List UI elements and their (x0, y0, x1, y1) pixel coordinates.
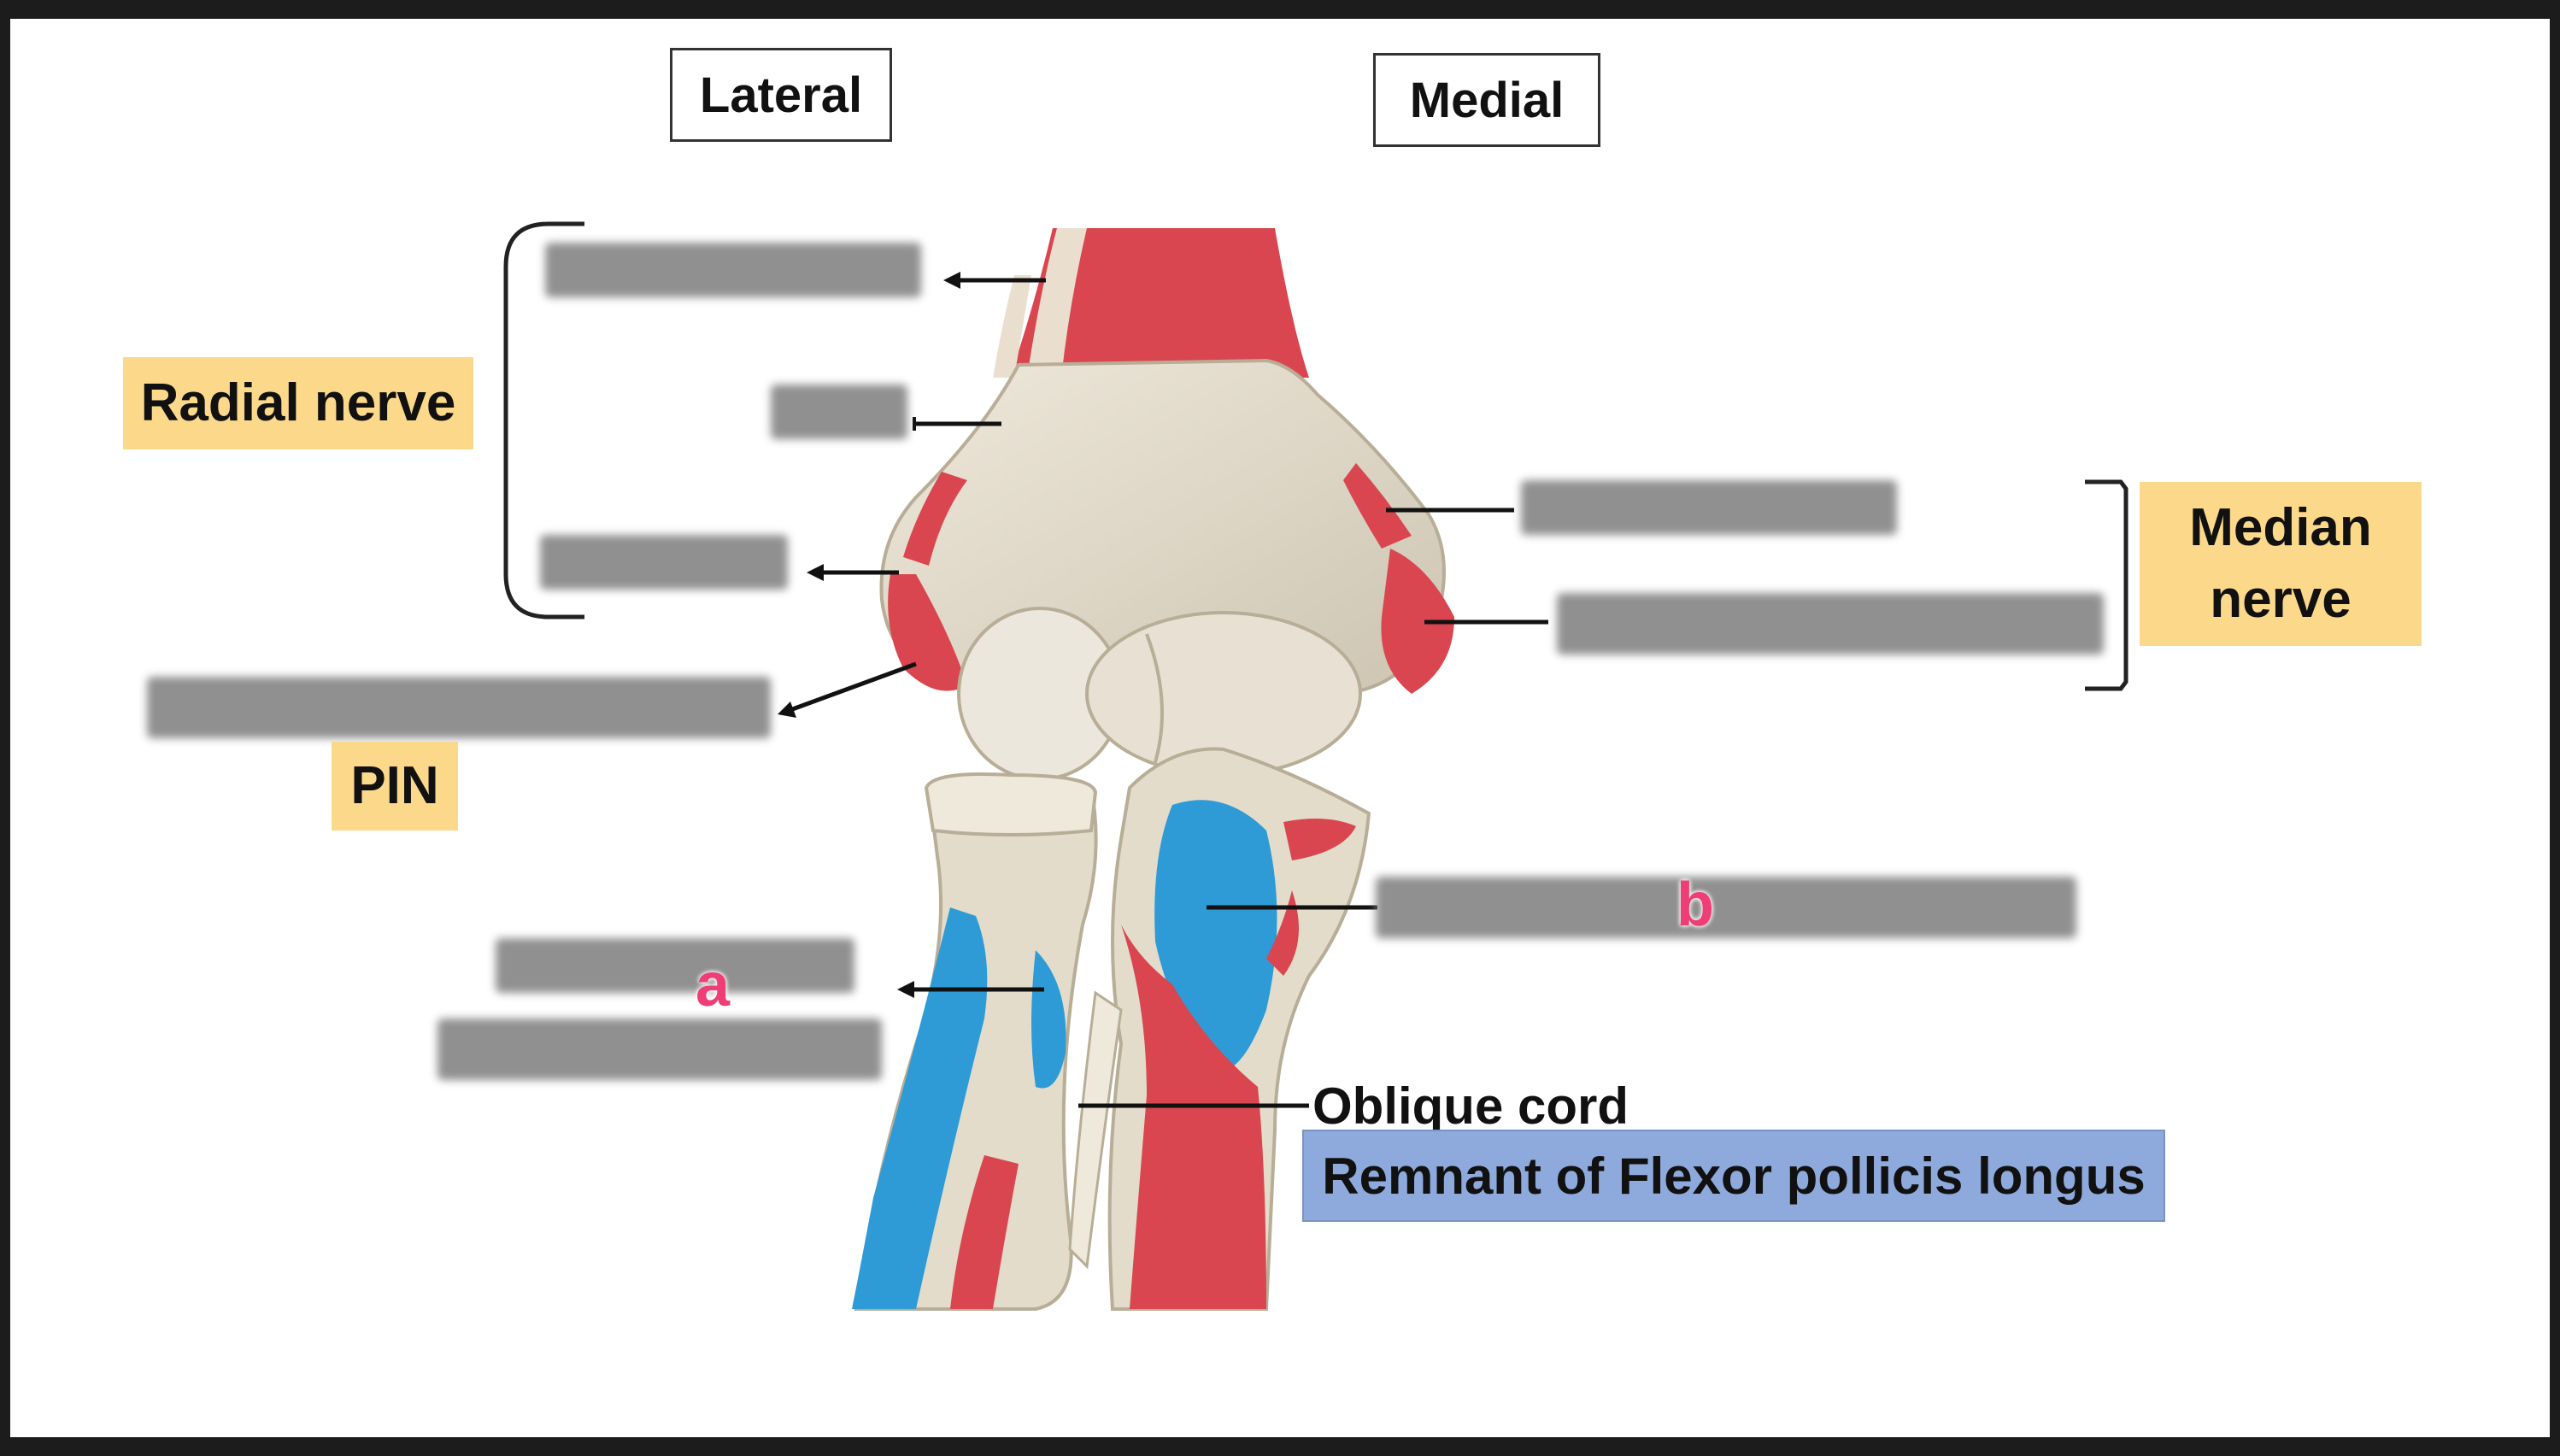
ulna-red-origin-1 (1283, 819, 1356, 860)
radial-head (924, 772, 1098, 837)
medial-header: Medial (1373, 53, 1600, 147)
median-nerve-line1: Median (2189, 498, 2372, 558)
lateral-epicondyle-origin (888, 574, 967, 691)
oblique-cord-label: Oblique cord (1312, 1077, 1629, 1135)
lateral-supracondylar-origin (903, 472, 967, 566)
marker-a: a (696, 951, 731, 1019)
blurred-label-medial-3 (1376, 877, 2076, 938)
blurred-label-lateral-5a (496, 938, 854, 993)
slide-frame: Lateral Medial Radial nerve PIN Median n… (10, 19, 2550, 1437)
blurred-label-medial-1 (1521, 480, 1897, 535)
blurred-label-medial-2 (1557, 593, 2104, 655)
median-nerve-line2: nerve (2210, 570, 2352, 629)
remnant-fpl-label: Remnant of Flexor pollicis longus (1302, 1130, 2165, 1222)
ulna-red-origin-2 (1266, 890, 1299, 976)
humerus-shaft-bone-lateral (993, 275, 1031, 378)
pin-label: PIN (332, 742, 458, 831)
lateral-header: Lateral (670, 48, 892, 142)
median-nerve-bracket (2085, 479, 2128, 691)
humerus-shaft-bone (1027, 228, 1087, 378)
radial-nerve-bracket (503, 221, 584, 619)
ulna-blue-insertion (1154, 800, 1277, 1071)
blurred-label-lateral-5b (437, 1019, 882, 1080)
radius-blue-insertion (852, 907, 988, 1309)
blurred-label-lateral-1 (545, 243, 921, 297)
trochlear-groove (1145, 633, 1164, 763)
ulna-red-shaft (1121, 925, 1266, 1309)
marker-b: b (1676, 871, 1714, 939)
blurred-label-lateral-3 (540, 535, 788, 590)
oblique-cord (1068, 990, 1123, 1270)
arrowheads (778, 272, 960, 998)
median-nerve-label: Median nerve (2140, 482, 2422, 646)
radial-nerve-label: Radial nerve (123, 357, 473, 449)
medial-epicondyle-origin (1381, 549, 1454, 694)
pronator-teres-origin (1343, 463, 1412, 549)
blurred-label-lateral-2 (771, 385, 907, 439)
blurred-label-lateral-4 (147, 677, 771, 738)
humerus-shaft (1010, 228, 1309, 378)
radius-red-origin (950, 1155, 1019, 1309)
radius-blue-insertion-2 (1031, 950, 1066, 1089)
leader-lines (787, 278, 1548, 1108)
elbow-anatomy-diagram (503, 221, 2128, 1311)
pin-label-text: PIN (350, 756, 439, 816)
